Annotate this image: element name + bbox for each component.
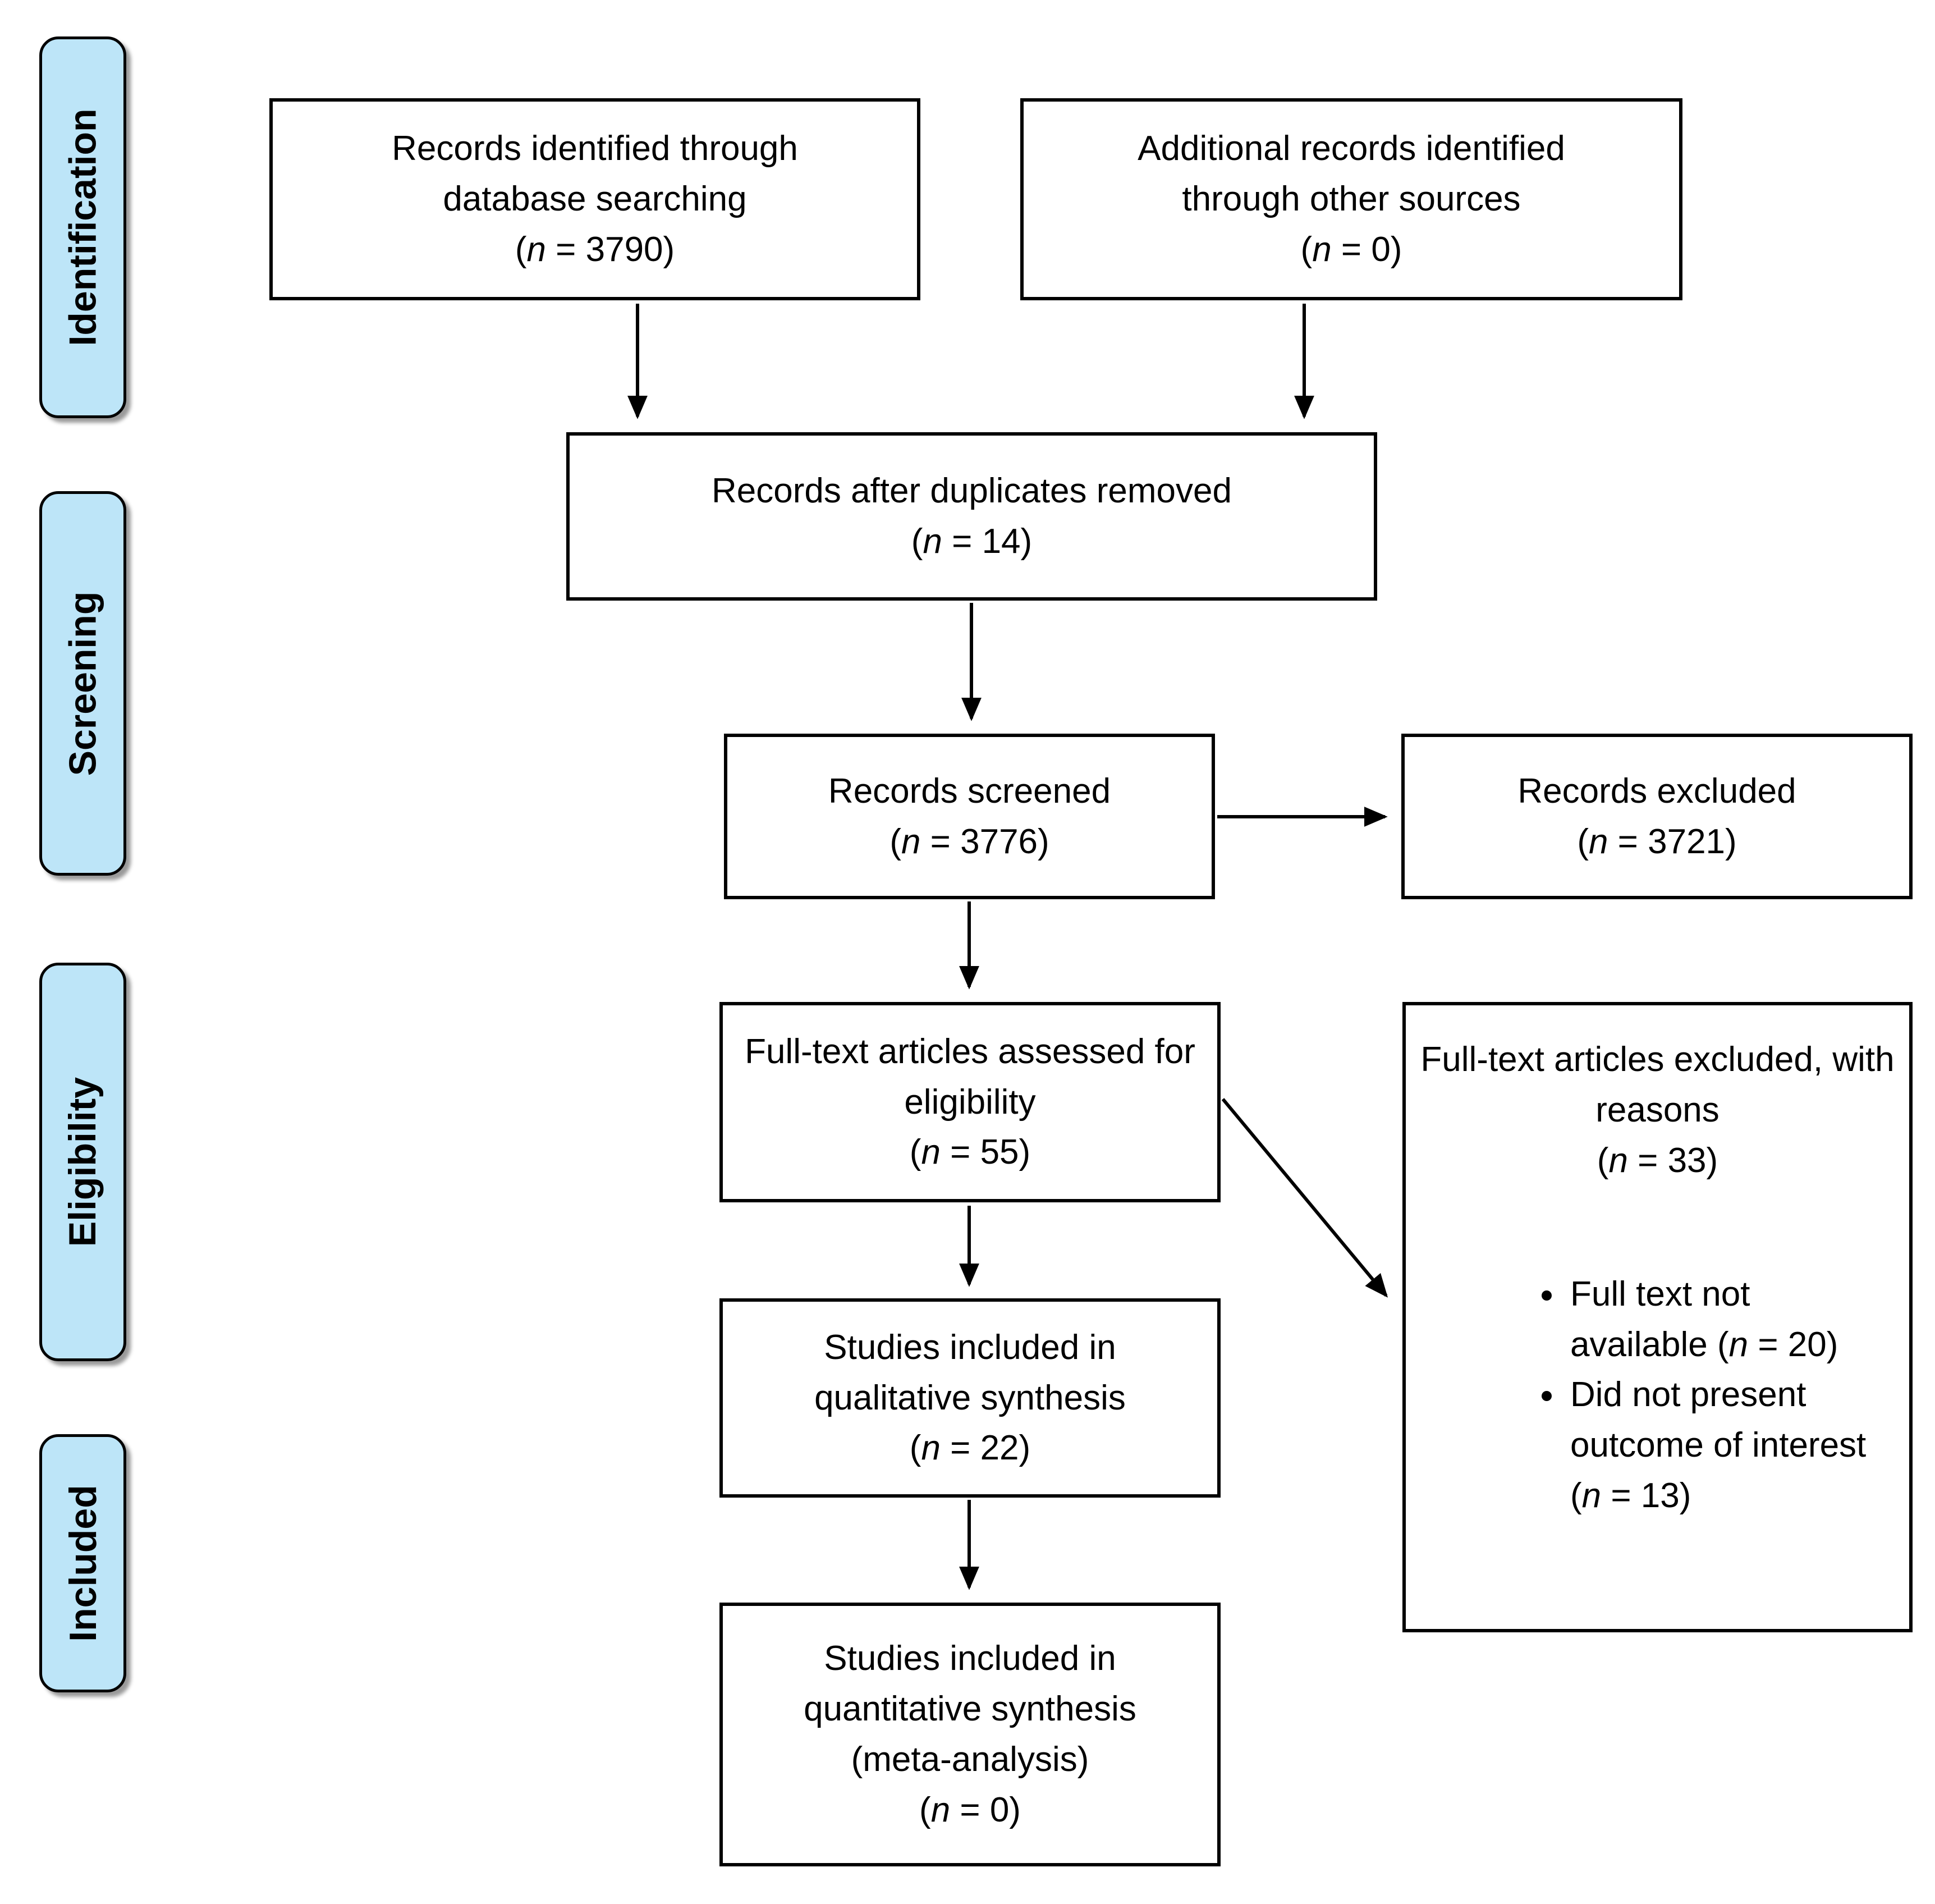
- exclusion-reason-text: Did not present outcome of interest: [1570, 1375, 1867, 1465]
- box-records-identified-label: Records identified through database sear…: [392, 129, 798, 219]
- box-fulltext-assessed: Full-text articles assessed for eligibil…: [719, 1002, 1221, 1202]
- box-duplicates-removed-label: Records after duplicates removed: [711, 472, 1232, 511]
- exclusion-reason-item: Full text not available (n = 20): [1566, 1269, 1873, 1370]
- box-duplicates-removed: Records after duplicates removed (n = 14…: [566, 432, 1377, 601]
- box-qualitative-synthesis-count: (n = 22): [909, 1429, 1031, 1468]
- box-fulltext-assessed-label: Full-text articles assessed for eligibil…: [745, 1032, 1195, 1122]
- box-qualitative-synthesis-label: Studies included in qualitative synthesi…: [814, 1328, 1126, 1417]
- stage-pill-included: Included: [39, 1434, 126, 1692]
- exclusion-reason-count: (n = 20): [1717, 1325, 1838, 1364]
- box-quantitative-synthesis: Studies included in quantitative synthes…: [719, 1603, 1221, 1866]
- exclusion-reason-count: (n = 13): [1570, 1476, 1691, 1516]
- box-qualitative-synthesis: Studies included in qualitative synthesi…: [719, 1298, 1221, 1498]
- stage-pill-identification: Identification: [39, 36, 126, 418]
- box-records-screened: Records screened (n = 3776): [724, 734, 1215, 899]
- stage-pill-eligibility: Eligibility: [39, 963, 126, 1361]
- box-fulltext-excluded: Full-text articles excluded, with reason…: [1402, 1002, 1913, 1632]
- box-additional-records: Additional records identified through ot…: [1020, 98, 1682, 300]
- exclusion-reason-item: Did not present outcome of interest (n =…: [1566, 1370, 1873, 1521]
- box-quantitative-synthesis-label: Studies included in quantitative synthes…: [804, 1639, 1136, 1779]
- box-records-identified: Records identified through database sear…: [269, 98, 920, 300]
- box-fulltext-excluded-label: Full-text articles excluded, with reason…: [1420, 1040, 1895, 1129]
- box-records-identified-count: (n = 3790): [515, 230, 675, 269]
- box-records-screened-count: (n = 3776): [889, 822, 1049, 861]
- box-fulltext-assessed-count: (n = 55): [909, 1133, 1031, 1172]
- exclusion-reason-list: Full text not available (n = 20) Did not…: [1406, 1269, 1909, 1521]
- box-records-screened-label: Records screened: [828, 771, 1111, 811]
- box-additional-records-label: Additional records identified through ot…: [1138, 129, 1565, 219]
- arrow-fulltext-to-excluded: [1221, 1098, 1388, 1298]
- box-quantitative-synthesis-count: (n = 0): [919, 1790, 1021, 1829]
- box-records-excluded-count: (n = 3721): [1577, 822, 1737, 861]
- box-duplicates-removed-count: (n = 14): [911, 522, 1033, 561]
- stage-pill-screening: Screening: [39, 491, 126, 876]
- box-records-excluded-label: Records excluded: [1517, 771, 1796, 811]
- box-fulltext-excluded-count: (n = 33): [1597, 1141, 1718, 1180]
- box-records-excluded: Records excluded (n = 3721): [1401, 734, 1913, 899]
- box-additional-records-count: (n = 0): [1300, 230, 1402, 269]
- exclusion-reason-text: Full text not available: [1570, 1274, 1750, 1364]
